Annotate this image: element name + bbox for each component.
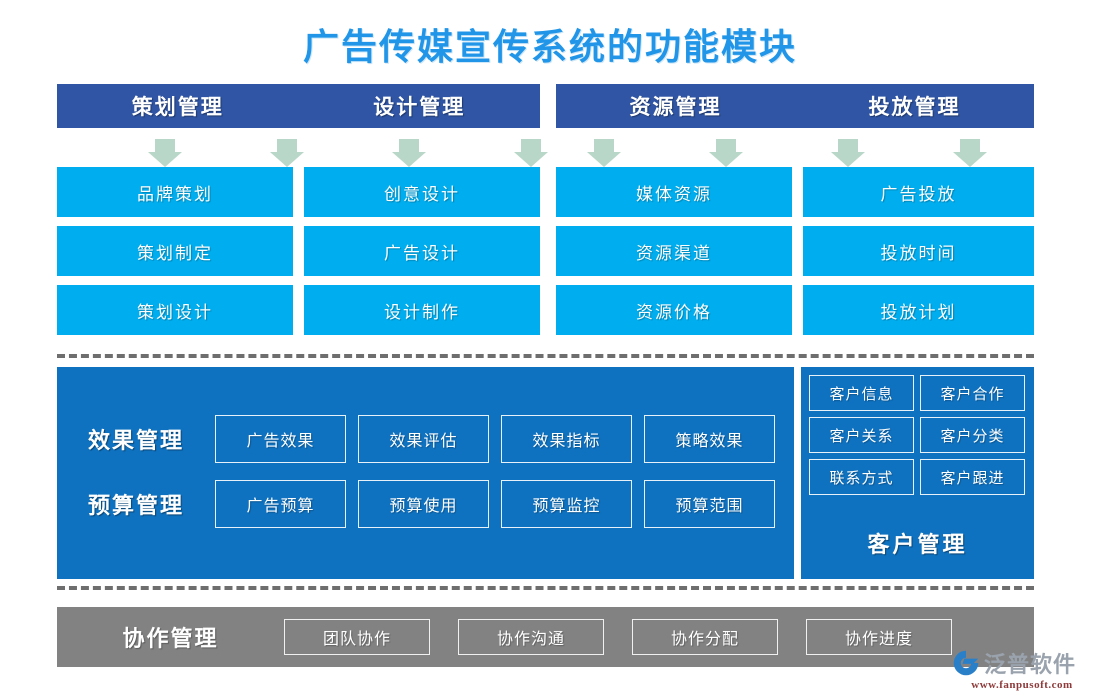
effect-management-label: 效果管理 <box>87 428 184 453</box>
module-box[interactable]: 资源价格 <box>556 285 792 335</box>
down-arrow-icon-6 <box>709 139 743 167</box>
logo-name: 泛普软件 <box>984 652 1077 677</box>
module-box[interactable]: 策划制定 <box>57 226 293 276</box>
collaboration-item[interactable]: 协作进度 <box>806 619 952 655</box>
customer-item[interactable]: 联系方式 <box>809 459 914 495</box>
collaboration-item[interactable]: 团队协作 <box>284 619 430 655</box>
header-title-design: 设计管理 <box>373 95 466 119</box>
module-column-delivery: 广告投放 投放时间 投放计划 <box>803 167 1034 344</box>
effect-budget-panel: 效果管理 广告效果 效果评估 效果指标 策略效果 预算管理 广告预算 预算使用 … <box>57 367 794 579</box>
customer-item[interactable]: 客户合作 <box>920 375 1025 411</box>
arrow-row <box>57 139 1034 167</box>
down-arrow-icon-3 <box>392 139 426 167</box>
customer-row: 客户信息 客户合作 <box>809 375 1026 411</box>
collaboration-bar: 协作管理 团队协作 协作沟通 协作分配 协作进度 <box>57 607 1034 667</box>
down-arrow-icon-2 <box>270 139 304 167</box>
module-box[interactable]: 策划设计 <box>57 285 293 335</box>
header-title-planning: 策划管理 <box>131 95 224 119</box>
effect-management-row: 效果管理 广告效果 效果评估 效果指标 策略效果 <box>57 415 794 463</box>
budget-item[interactable]: 预算范围 <box>644 480 775 528</box>
customer-item[interactable]: 客户分类 <box>920 417 1025 453</box>
budget-item[interactable]: 预算监控 <box>501 480 632 528</box>
module-box[interactable]: 资源渠道 <box>556 226 792 276</box>
collaboration-item[interactable]: 协作分配 <box>632 619 778 655</box>
down-arrow-icon-4 <box>514 139 548 167</box>
customer-item[interactable]: 客户跟进 <box>920 459 1025 495</box>
page-title: 广告传媒宣传系统的功能模块 <box>302 27 797 67</box>
logo-url: www.fanpusoft.com <box>971 679 1073 691</box>
budget-management-label: 预算管理 <box>87 493 184 518</box>
effect-item[interactable]: 效果评估 <box>358 415 489 463</box>
module-box[interactable]: 投放计划 <box>803 285 1034 335</box>
down-arrow-icon-1 <box>148 139 182 167</box>
module-box[interactable]: 媒体资源 <box>556 167 792 217</box>
header-title-resource: 资源管理 <box>629 95 722 119</box>
down-arrow-icon-5 <box>587 139 621 167</box>
customer-management-title: 客户管理 <box>867 532 968 557</box>
module-box[interactable]: 广告设计 <box>304 226 540 276</box>
customer-row: 客户关系 客户分类 <box>809 417 1026 453</box>
effect-item[interactable]: 广告效果 <box>215 415 346 463</box>
header-bar-group-1: 策划管理 设计管理 <box>57 84 540 128</box>
header-title-delivery: 投放管理 <box>868 95 961 119</box>
module-box[interactable]: 设计制作 <box>304 285 540 335</box>
effect-item[interactable]: 效果指标 <box>501 415 632 463</box>
module-column-planning: 品牌策划 策划制定 策划设计 <box>57 167 293 344</box>
header-bar-group-2: 资源管理 投放管理 <box>556 84 1034 128</box>
module-box[interactable]: 品牌策划 <box>57 167 293 217</box>
vendor-logo: 泛普软件 www.fanpusoft.com <box>952 648 1092 694</box>
module-box[interactable]: 创意设计 <box>304 167 540 217</box>
logo-row: 泛普软件 <box>952 648 1092 678</box>
customer-item[interactable]: 客户关系 <box>809 417 914 453</box>
down-arrow-icon-7 <box>831 139 865 167</box>
module-box[interactable]: 广告投放 <box>803 167 1034 217</box>
collaboration-label: 协作管理 <box>122 626 219 651</box>
dashed-divider-bottom <box>57 586 1034 590</box>
module-box[interactable]: 投放时间 <box>803 226 1034 276</box>
budget-item[interactable]: 广告预算 <box>215 480 346 528</box>
down-arrow-icon-8 <box>953 139 987 167</box>
customer-grid: 客户信息 客户合作 客户关系 客户分类 联系方式 客户跟进 <box>809 375 1026 501</box>
customer-management-panel: 客户信息 客户合作 客户关系 客户分类 联系方式 客户跟进 客户管理 <box>801 367 1034 579</box>
budget-management-row: 预算管理 广告预算 预算使用 预算监控 预算范围 <box>57 480 794 528</box>
budget-item[interactable]: 预算使用 <box>358 480 489 528</box>
module-column-design: 创意设计 广告设计 设计制作 <box>304 167 540 344</box>
swoosh-logo-icon <box>953 650 979 676</box>
collaboration-item[interactable]: 协作沟通 <box>458 619 604 655</box>
customer-row: 联系方式 客户跟进 <box>809 459 1026 495</box>
effect-item[interactable]: 策略效果 <box>644 415 775 463</box>
dashed-divider-top <box>57 354 1034 358</box>
module-column-resource: 媒体资源 资源渠道 资源价格 <box>556 167 792 344</box>
customer-item[interactable]: 客户信息 <box>809 375 914 411</box>
